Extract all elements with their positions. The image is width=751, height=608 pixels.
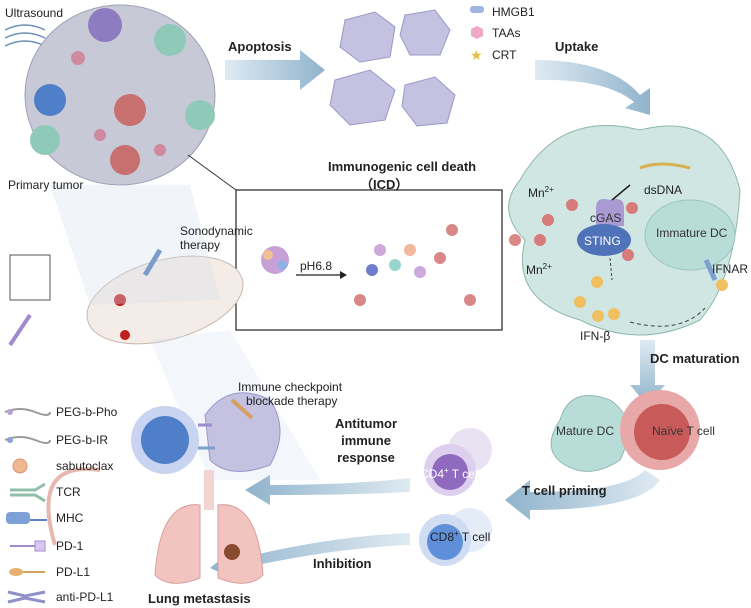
tcr-receptor-icon <box>10 482 46 503</box>
svg-text:★: ★ <box>470 47 483 63</box>
ph-label: pH6.8 <box>300 259 333 273</box>
legend-item: TCR <box>56 485 81 499</box>
inhibition-arrow <box>210 533 410 580</box>
cd4-t-cell-label: CD4+ T cell <box>420 466 481 481</box>
immature-dc-cell <box>508 125 741 336</box>
apoptosis-arrow <box>225 50 325 90</box>
mn-label-side: Mn2+ <box>526 262 552 277</box>
mouse-illustration <box>8 248 244 546</box>
hmgb1-label: HMGB1 <box>492 5 535 19</box>
ultrasound-waves-icon <box>4 24 46 47</box>
primary-tumor-label: Primary tumor <box>8 178 84 192</box>
dsdna-label: dsDNA <box>644 183 683 197</box>
uptake-label: Uptake <box>555 39 599 54</box>
legend-icons <box>4 408 51 604</box>
sabutoclax-sphere-icon <box>12 458 28 474</box>
antitumor-label-3: response <box>337 450 395 465</box>
cd4-t-cells <box>424 428 492 496</box>
cd8-t-cell-label: CD8+ T cell <box>430 529 491 544</box>
dampish-icons: ★ <box>470 6 484 63</box>
t-cell-priming-label: T cell priming <box>522 483 607 498</box>
ifnar-label: IFNAR <box>712 262 748 276</box>
mature-dc-cell <box>550 395 629 472</box>
mn-label-top: Mn2+ <box>528 185 554 200</box>
inhibition-label: Inhibition <box>313 556 372 571</box>
pdl1-ligand-icon <box>9 568 45 576</box>
sting-label: STING <box>584 234 621 248</box>
tumor-projection <box>50 185 220 305</box>
ifn-beta-label: IFN-β <box>580 329 611 343</box>
legend-item: PD-1 <box>56 539 84 553</box>
antitumor-label-2: immune <box>341 433 391 448</box>
dc-maturation-label: DC maturation <box>650 351 740 366</box>
icd-abbrev-label: （ICD） <box>360 177 409 192</box>
uptake-arrow <box>535 60 650 115</box>
naive-t-cell <box>620 390 700 470</box>
primary-tumor-illustration <box>24 4 216 186</box>
icb-label-2: blockade therapy <box>246 394 338 408</box>
ultrasound-label: Ultrasound <box>5 6 64 20</box>
sdt-label-1: Sonodynamic <box>180 224 253 238</box>
legend-item: anti-PD-L1 <box>56 590 114 604</box>
lung-metastasis-label: Lung metastasis <box>148 591 251 606</box>
peg-b-pho-polymer-icon <box>4 408 51 416</box>
naive-t-cell-label: Naïve T cell <box>652 424 715 438</box>
dc-maturation-arrow <box>630 340 665 405</box>
legend-item: PEG-b-IR <box>56 433 109 447</box>
cgas-label: cGAS <box>590 211 622 225</box>
legend-item: PEG-b-Pho <box>56 405 118 419</box>
crt-label: CRT <box>492 48 517 62</box>
t-cell-priming-arrow <box>505 470 660 520</box>
lung-illustration <box>154 470 264 584</box>
nanoparticle-micelle <box>261 246 289 274</box>
immature-dc-label: Immature DC <box>656 226 728 240</box>
antitumor-response-arrow <box>245 475 410 505</box>
legend-item: PD-L1 <box>56 565 91 579</box>
apoptosis-label: Apoptosis <box>228 39 292 54</box>
anti-pdl1-antibody-icon <box>7 590 46 604</box>
sdt-label-2: therapy <box>180 238 221 252</box>
legend-item: sabutoclax <box>56 459 114 473</box>
immune-synapse-illustration <box>131 392 281 474</box>
peg-b-ir-polymer-icon <box>4 436 51 444</box>
dissociated-micelle <box>354 224 521 306</box>
cd8-t-cells <box>419 508 492 566</box>
taas-label: TAAs <box>492 26 521 40</box>
legend-item: MHC <box>56 511 84 525</box>
dying-cells-illustration <box>329 9 456 127</box>
antitumor-label-1: Antitumor <box>334 416 398 431</box>
mature-dc-label: Mature DC <box>556 424 615 438</box>
mhc-molecule-icon <box>6 512 47 524</box>
pd1-receptor-icon <box>10 540 46 552</box>
icb-label-1: Immune checkpoint <box>238 380 343 394</box>
icd-label: Immunogenic cell death <box>328 159 477 174</box>
